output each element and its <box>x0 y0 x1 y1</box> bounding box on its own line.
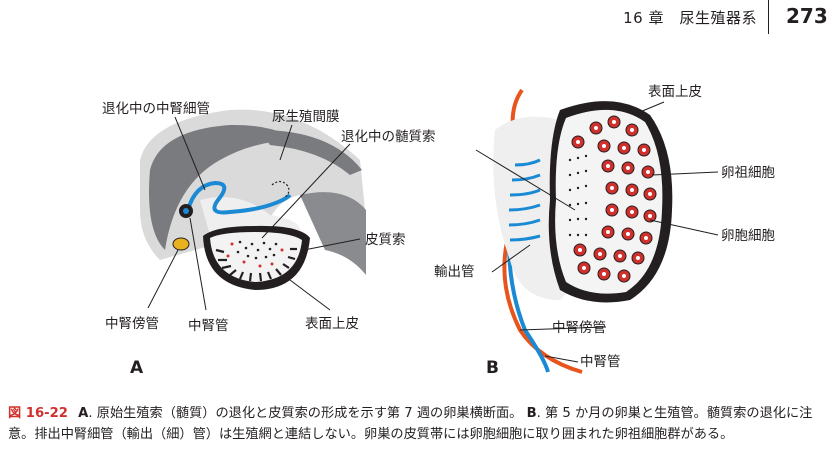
label-b-oogonia: 卵祖細胞 <box>721 165 775 181</box>
header-divider <box>768 0 769 34</box>
label-a-degenerating-mesonephric-tubule: 退化中の中腎細管 <box>102 101 210 117</box>
panel-a-leader-lines <box>147 116 361 311</box>
label-a-degenerating-medullary-cords: 退化中の髄質索 <box>341 129 436 145</box>
figure-16-22: 退化中の中腎細管 尿生殖間膜 退化中の髄質索 皮質索 中腎傍管 中腎管 表面上皮… <box>102 84 775 378</box>
panel-b-letter: B <box>486 358 499 378</box>
label-a-cortical-cords: 皮質索 <box>365 232 406 248</box>
label-b-follicular-cells: 卵胞細胞 <box>721 228 775 244</box>
label-a-mesonephric-duct: 中腎管 <box>188 318 229 334</box>
panel-b-leader-lines <box>475 101 719 363</box>
chapter-title: 16 章 尿生殖器系 <box>623 9 757 27</box>
label-b-paramesonephric-duct: 中腎傍管 <box>552 319 606 336</box>
page-header: 16 章 尿生殖器系 273 <box>0 0 837 40</box>
panel-a-illustration <box>140 109 366 290</box>
caption-part-a-letter: A <box>78 406 89 421</box>
caption-part-a-text: . 原始生殖索（髄質）の退化と皮質索の形成を示す第 7 週の卵巣横断面。 <box>88 406 523 421</box>
figure-caption: 図 16-22 A. 原始生殖索（髄質）の退化と皮質索の形成を示す第 7 週の卵… <box>8 403 830 445</box>
label-a-paramesonephric-duct: 中腎傍管 <box>105 315 159 332</box>
caption-part-b-letter: B <box>526 406 537 421</box>
panel-b-illustration <box>493 88 673 374</box>
figure-number: 図 16-22 <box>8 406 68 421</box>
label-b-mesonephric-duct: 中腎管 <box>580 354 621 370</box>
panel-a-letter: A <box>130 358 144 378</box>
label-a-urogenital-mesentery: 尿生殖間膜 <box>272 108 340 125</box>
page-number: 273 <box>786 4 828 28</box>
label-a-surface-epithelium: 表面上皮 <box>305 316 359 332</box>
caption-part-b-text: . 第 5 か月の卵巣と生殖管。髄質索の退化に注意。排出中腎細管（輸出（細）管）… <box>8 406 813 442</box>
label-b-efferent-ducts: 輸出管 <box>434 264 475 280</box>
label-b-surface-epithelium: 表面上皮 <box>648 84 702 100</box>
